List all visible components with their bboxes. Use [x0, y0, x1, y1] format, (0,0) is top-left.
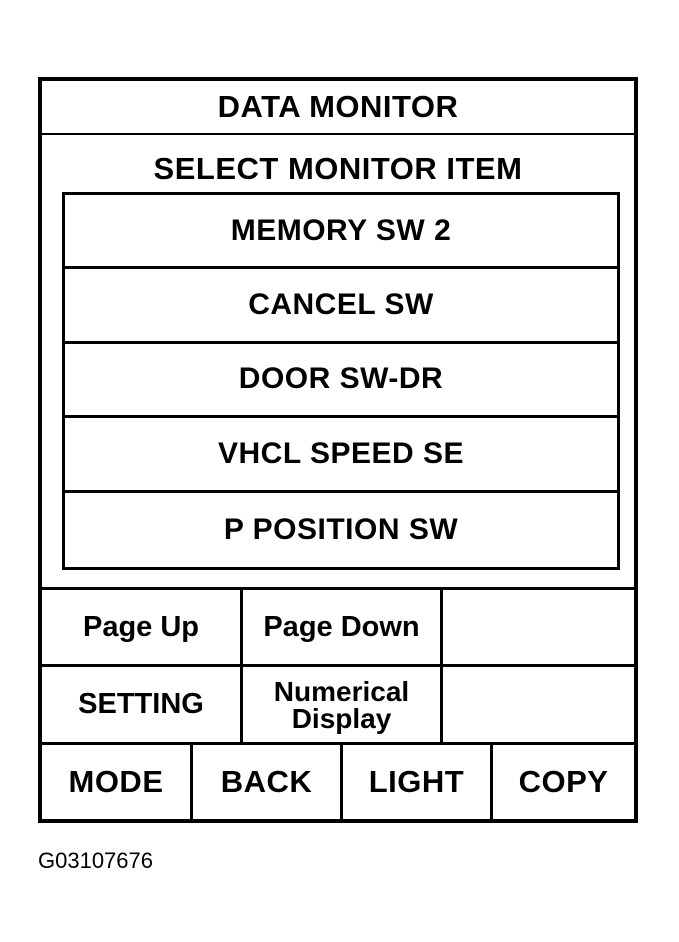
button-row: MODE BACK LIGHT COPY	[42, 745, 634, 819]
monitor-item-p-position-sw[interactable]: P POSITION SW	[223, 512, 459, 546]
empty-button-slot	[443, 590, 634, 664]
page-down-button[interactable]: Page Down	[243, 590, 443, 664]
setting-button[interactable]: SETTING	[42, 667, 243, 742]
screen-title: DATA MONITOR	[42, 81, 634, 135]
light-button[interactable]: LIGHT	[343, 745, 493, 819]
monitor-item-memory-sw-2[interactable]: MEMORY SW 2	[65, 195, 617, 270]
page-up-button[interactable]: Page Up	[42, 590, 243, 664]
button-row: Page Up Page Down	[42, 590, 634, 667]
figure-id-label: G03107676	[38, 848, 153, 873]
copy-button[interactable]: COPY	[518, 764, 609, 799]
monitor-item-cancel-sw[interactable]: CANCEL SW	[65, 269, 617, 344]
numerical-display-button[interactable]: Numerical Display	[243, 667, 443, 742]
data-monitor-screen: DATA MONITOR SELECT MONITOR ITEM MEMORY …	[38, 77, 638, 823]
monitor-item-list: MEMORY SW 2 CANCEL SW DOOR SW-DR VHCL SP…	[62, 192, 620, 570]
mode-button[interactable]: MODE	[42, 745, 193, 819]
monitor-item-vhcl-speed-se[interactable]: VHCL SPEED SE	[65, 418, 617, 493]
back-button[interactable]: BACK	[193, 745, 343, 819]
monitor-item-door-sw-dr[interactable]: DOOR SW-DR	[65, 344, 617, 419]
empty-button-slot	[443, 667, 634, 742]
screen-subtitle: SELECT MONITOR ITEM	[153, 151, 523, 186]
button-panel: Page Up Page Down SETTING Numerical Disp…	[42, 587, 634, 819]
button-row: SETTING Numerical Display	[42, 667, 634, 745]
